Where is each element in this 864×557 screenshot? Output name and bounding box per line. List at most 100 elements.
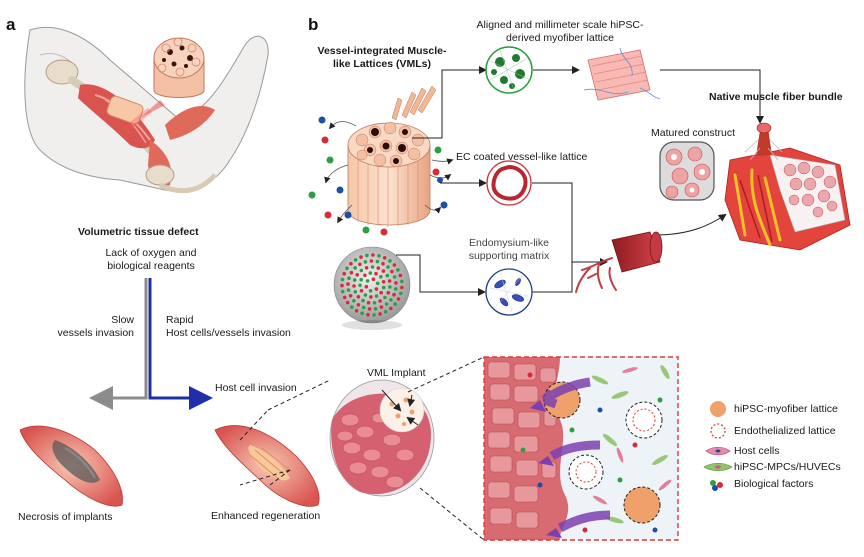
sphere-dot: [347, 276, 351, 281]
sphere-dot: [363, 273, 367, 278]
sphere-dot: [383, 309, 388, 314]
flow-arrows-b: [396, 66, 764, 296]
sphere-dot: [342, 295, 347, 300]
legend-icons: [703, 401, 733, 491]
sphere-dot: [398, 273, 403, 278]
sphere-dot: [356, 303, 361, 307]
native-text: Native muscle fiber bundle: [709, 91, 843, 103]
sphere-dot: [363, 260, 368, 264]
sphere-dot: [359, 289, 364, 293]
sphere-dot: [365, 253, 369, 258]
enhanced-text: Enhanced regeneration: [211, 510, 321, 522]
sphere-dot: [376, 266, 381, 270]
sphere-dot: [399, 291, 403, 296]
sphere-dot: [371, 277, 376, 282]
legend-label-endothelialized: Endothelialized lattice: [734, 425, 836, 437]
vml-implant-tissue: [329, 379, 435, 497]
sphere-dot: [342, 271, 347, 276]
lack-text: Lack of oxygen and biological reagents: [105, 247, 197, 272]
rapid-text: Rapid Host cells/vessels invasion: [166, 314, 291, 339]
sphere-dot: [345, 266, 349, 271]
host-cell-icon: [705, 446, 731, 456]
panel-label-b: b: [308, 15, 319, 34]
spindle-cell-icon: [703, 462, 733, 472]
sphere-dot: [354, 309, 359, 313]
sphere-dot: [369, 259, 374, 263]
sphere-dot: [353, 290, 358, 294]
sphere-dot: [340, 289, 345, 294]
sphere-dot: [353, 258, 358, 262]
sphere-dot: [340, 283, 344, 288]
zoom-lines-a: [239, 379, 331, 486]
sphere-dot: [346, 288, 351, 292]
legend-label-factors: Biological factors: [734, 478, 814, 490]
sphere-dot: [384, 302, 389, 306]
sphere-dot: [366, 300, 371, 305]
sphere-dot: [352, 284, 356, 288]
sphere-dot: [374, 271, 378, 276]
sphere-dot: [352, 299, 356, 303]
sphere-dot: [389, 306, 393, 311]
legend-label-mpcs: hiPSC-MPCs/HUVECs: [734, 461, 841, 473]
sphere-dot: [361, 298, 365, 303]
regenerating-muscle: [214, 425, 320, 507]
sphere-dot: [367, 307, 372, 311]
vml-title: Vessel-integrated Muscle- like Lattices …: [317, 45, 447, 70]
sphere-dot: [374, 287, 379, 291]
aligned-fiber-sheet: [583, 47, 661, 101]
aligned-text: Aligned and millimeter scale hiPSC- deri…: [476, 19, 644, 44]
sphere-dot: [346, 282, 350, 286]
sphere-dot: [359, 277, 364, 282]
sphere-dot: [396, 268, 400, 272]
sphere-dot: [379, 305, 384, 309]
matured-construct: [659, 141, 715, 201]
sphere-dot: [349, 270, 354, 275]
sphere-dot: [340, 277, 345, 282]
arm-illustration: [24, 26, 269, 194]
sphere-dot: [370, 265, 375, 269]
sphere-dot: [363, 293, 368, 297]
sphere-dot: [359, 268, 364, 273]
orange-circle-icon: [710, 401, 726, 417]
sphere-dot: [353, 266, 357, 270]
branch-arrows: [89, 278, 213, 410]
sphere-dot: [382, 255, 387, 260]
myofiber-lattice-circle: [485, 46, 533, 94]
sphere-dot: [372, 313, 376, 317]
sphere-dot: [388, 285, 392, 289]
sphere-dot: [361, 305, 366, 310]
sphere-dot: [385, 273, 390, 278]
sphere-dot: [365, 279, 370, 283]
vml-implant-text: VML Implant: [367, 367, 426, 379]
sphere-dot: [381, 261, 385, 266]
necrosis-text: Necrosis of implants: [18, 511, 113, 523]
sphere-dot: [348, 294, 353, 298]
sphere-dot: [386, 265, 390, 269]
sphere-dot: [345, 300, 350, 305]
blood-vessel: [575, 231, 663, 293]
native-muscle-bundle: [724, 122, 851, 251]
sphere-dot: [378, 299, 382, 303]
sphere-dot: [364, 266, 369, 270]
sphere-dot: [371, 253, 375, 257]
vml-bundle: [308, 85, 454, 236]
sphere-dot: [389, 298, 393, 302]
sphere-dot: [358, 283, 362, 288]
sphere-dot: [360, 311, 364, 316]
slow-text: Slow vessels invasion: [57, 314, 134, 339]
sphere-dot: [396, 297, 401, 301]
sphere-dot: [381, 285, 386, 290]
sphere-dot: [383, 295, 387, 300]
host-invasion-text: Host cell invasion: [215, 382, 297, 394]
sphere-dot: [377, 254, 381, 258]
sphere-dot: [386, 290, 391, 295]
sphere-dot: [392, 275, 397, 279]
legend-label-host-cells: Host cells: [734, 445, 780, 457]
panel-label-a: a: [6, 15, 16, 34]
dashed-ring-icon: [710, 423, 726, 439]
sphere-dot: [352, 278, 357, 282]
sphere-dot: [349, 261, 353, 266]
sphere-dot: [381, 280, 386, 284]
vml-cross-section-sphere: [333, 246, 411, 330]
